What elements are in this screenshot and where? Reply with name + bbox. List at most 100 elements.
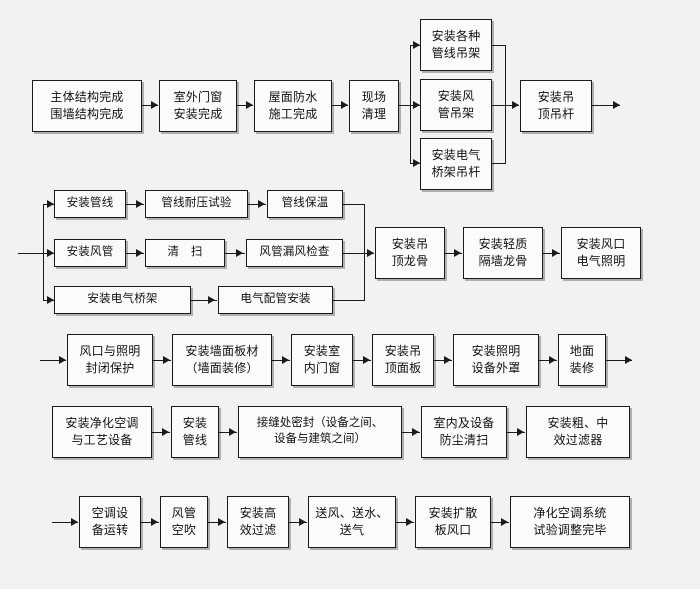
flow-node-n29[interactable]: 净化空调系统 试验调整完毕 xyxy=(510,496,630,548)
node-line: 安装吊 xyxy=(384,344,422,359)
flow-node-n24[interactable]: 空调设 备运转 xyxy=(79,496,141,548)
flow-node-n9b[interactable]: 风管漏风检查 xyxy=(246,239,343,267)
node-line: 效过滤 xyxy=(239,523,277,537)
flow-node-n25[interactable]: 风管 空吹 xyxy=(160,496,208,548)
flow-node-n10[interactable]: 安装吊 顶龙骨 xyxy=(375,227,445,279)
flow-node-n5a[interactable]: 安装各种 管线吊架 xyxy=(420,19,492,71)
connector-n9a-merge xyxy=(343,204,365,205)
flow-node-n23[interactable]: 安装粗、中 效过滤器 xyxy=(526,406,630,458)
node-line: 室外门窗 xyxy=(173,90,223,105)
flow-node-n3[interactable]: 屋面防水 施工完成 xyxy=(254,80,332,132)
connector-n28-n29 xyxy=(491,522,509,523)
node-line: 安装室 xyxy=(303,344,341,359)
flow-node-n16[interactable]: 安装吊 顶面板 xyxy=(372,334,434,386)
node-line: 电气配管安装 xyxy=(240,293,311,306)
node-line: 风管漏风检查 xyxy=(259,246,330,259)
flow-node-n19[interactable]: 安装净化空调 与工艺设备 xyxy=(52,406,152,458)
node-line: 管线保温 xyxy=(281,197,329,210)
arrow-head xyxy=(549,356,556,364)
node-line: 净化空调系统 xyxy=(533,506,607,521)
node-line: 顶面板 xyxy=(384,361,422,375)
node-line: 安装风 xyxy=(437,89,475,104)
flow-node-n8c[interactable]: 电气配管安装 xyxy=(218,286,333,314)
arrow-head xyxy=(151,518,158,526)
connector-n2-n3 xyxy=(237,105,253,106)
node-line: 施工完成 xyxy=(268,107,318,121)
node-line: 清 扫 xyxy=(167,246,203,259)
connector-n7c-n8c xyxy=(191,300,217,301)
arrow-head xyxy=(363,356,370,364)
node-line: 隔墙龙骨 xyxy=(478,254,528,268)
flow-node-n7c[interactable]: 安装电气桥架 xyxy=(54,286,191,314)
connector-n27-n28 xyxy=(396,522,414,523)
node-line: 地面 xyxy=(569,344,595,359)
arrow-head xyxy=(454,249,461,257)
flow-node-n13[interactable]: 风口与照明 封闭保护 xyxy=(67,334,153,386)
node-line: 现场 xyxy=(361,90,387,105)
node-line: 安装粗、中 xyxy=(547,416,609,431)
node-line: 接缝处密封（设备之间、 xyxy=(256,417,384,430)
flow-node-n26[interactable]: 安装高 效过滤 xyxy=(227,496,289,548)
flow-node-n7a[interactable]: 安装管线 xyxy=(54,190,126,218)
flow-node-n5b[interactable]: 安装风 管吊架 xyxy=(420,79,492,131)
flow-node-n2[interactable]: 室外门窗 安装完成 xyxy=(159,80,237,132)
arrow-head xyxy=(413,41,420,49)
connector-row5-entry xyxy=(52,522,78,523)
arrow-head xyxy=(218,518,225,526)
arrow-head xyxy=(47,296,54,304)
flow-node-n9a[interactable]: 管线保温 xyxy=(267,190,343,218)
arrow-head xyxy=(412,428,419,436)
flow-node-n5c[interactable]: 安装电气 桥架吊杆 xyxy=(420,138,492,190)
flow-node-n11[interactable]: 安装轻质 隔墙龙骨 xyxy=(463,227,543,279)
arrow-head xyxy=(341,101,348,109)
flow-node-n17[interactable]: 安装照明 设备外罩 xyxy=(453,334,539,386)
connector-n11-n12 xyxy=(543,253,560,254)
flow-node-n1[interactable]: 主体结构完成 围墙结构完成 xyxy=(32,80,142,132)
flow-node-n27[interactable]: 送风、送水、 送气 xyxy=(308,496,396,548)
node-line: 板风口 xyxy=(434,523,472,537)
node-line: 送风、送水、 xyxy=(315,506,389,521)
connector-n4-fanout xyxy=(399,105,411,106)
connector-n5a-merge xyxy=(492,45,506,46)
flow-node-n22[interactable]: 室内及设备 防尘清扫 xyxy=(421,406,507,458)
flow-node-n12[interactable]: 安装风口 电气照明 xyxy=(561,227,641,279)
arrow-head xyxy=(236,249,243,257)
arrow-head xyxy=(59,356,66,364)
arrow-head xyxy=(208,296,215,304)
connector-merge-n10 xyxy=(343,253,374,254)
arrow-head xyxy=(229,428,236,436)
connector-row3-entry xyxy=(40,360,66,361)
flow-node-n28[interactable]: 安装扩散 板风口 xyxy=(415,496,491,548)
arrow-head xyxy=(367,249,374,257)
connector-n16-n17 xyxy=(434,360,452,361)
connector-row2-bus xyxy=(43,204,44,300)
node-line: 桥架吊杆 xyxy=(431,165,481,179)
flow-node-n4[interactable]: 现场 清理 xyxy=(349,80,399,132)
arrow-head xyxy=(71,518,78,526)
connector-n15-n16 xyxy=(353,360,371,361)
arrow-head xyxy=(162,428,169,436)
flow-node-n14[interactable]: 安装墙面板材 （墙面装修） xyxy=(172,334,272,386)
flow-node-n6[interactable]: 安装吊 顶吊杆 xyxy=(520,80,592,132)
arrow-head xyxy=(282,356,289,364)
node-line: 备运转 xyxy=(91,523,129,537)
connector-row2-merge-bus xyxy=(364,204,365,300)
node-line: 安装高 xyxy=(239,506,277,521)
node-line: 设备外罩 xyxy=(471,361,521,375)
connector-n8c-merge xyxy=(333,300,365,301)
flow-node-n15[interactable]: 安装室 内门窗 xyxy=(291,334,353,386)
flow-node-n8b[interactable]: 清 扫 xyxy=(145,239,225,267)
arrow-head xyxy=(444,356,451,364)
arrow-head xyxy=(246,101,253,109)
arrow-head xyxy=(151,101,158,109)
node-line: 封闭保护 xyxy=(85,361,135,375)
flow-node-n21[interactable]: 接缝处密封（设备之间、 设备与建筑之间） xyxy=(238,406,402,458)
connector-n8b-n9b xyxy=(225,253,245,254)
node-line: 安装 xyxy=(182,416,208,431)
flow-node-n8a[interactable]: 管线耐压试验 xyxy=(145,190,248,218)
flow-node-n18[interactable]: 地面 装修 xyxy=(558,334,606,386)
flow-node-n20[interactable]: 安装 管线 xyxy=(171,406,219,458)
flow-node-n7b[interactable]: 安装风管 xyxy=(54,239,126,267)
arrow-head xyxy=(413,159,420,167)
